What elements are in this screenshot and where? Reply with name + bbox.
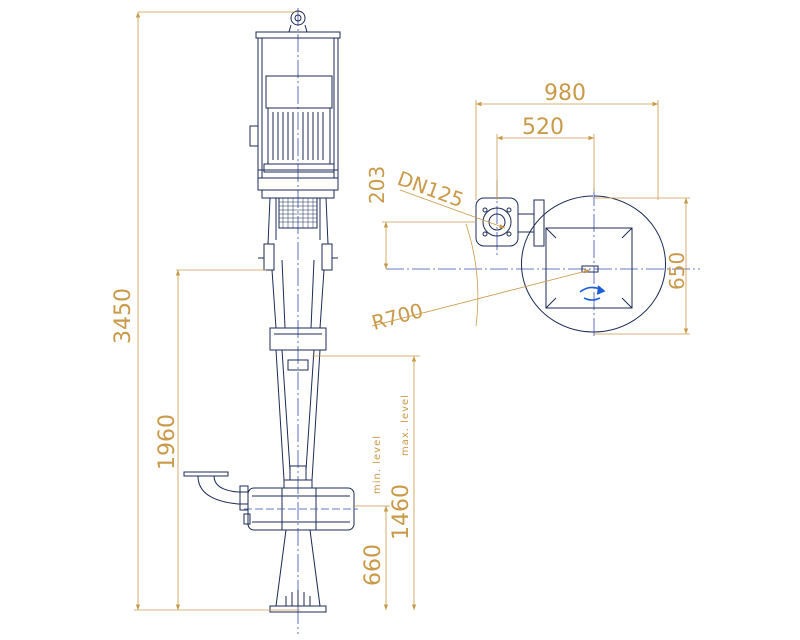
radius-arc [465, 223, 479, 327]
pump-plan-view [386, 180, 700, 336]
dim-3450: 3450 [111, 288, 136, 344]
pump-casing [244, 487, 358, 531]
dim-1460: 1460 [389, 484, 414, 540]
label-dn125: DN125 [394, 166, 467, 212]
dim-520: 520 [522, 115, 564, 140]
motor-frame [249, 31, 341, 179]
mounting-brackets [258, 243, 338, 271]
suction-strainer [269, 529, 327, 613]
dim-660: 660 [361, 544, 386, 586]
discharge-flange-plan [475, 197, 545, 247]
coupling-guard-mesh [278, 197, 318, 229]
label-max-level: max. level [400, 394, 411, 456]
dimension-texts: 3450 1960 1460 660 max. level min. level… [111, 81, 689, 586]
rotation-arrow-icon [579, 285, 606, 301]
motor-stool [257, 177, 339, 245]
label-min-level: min. level [372, 435, 383, 494]
dim-980: 980 [544, 81, 586, 106]
dimension-lines [134, 11, 690, 611]
electric-motor [263, 75, 335, 173]
dim-203: 203 [365, 166, 389, 204]
label-r700: R700 [369, 298, 426, 335]
dim-650: 650 [665, 252, 689, 290]
dim-1960: 1960 [155, 414, 180, 470]
base-plate [545, 227, 633, 309]
pump-elevation [183, 8, 358, 634]
discharge-elbow [183, 471, 251, 525]
motor-outline-circle [521, 195, 666, 333]
pump-column [269, 259, 327, 489]
